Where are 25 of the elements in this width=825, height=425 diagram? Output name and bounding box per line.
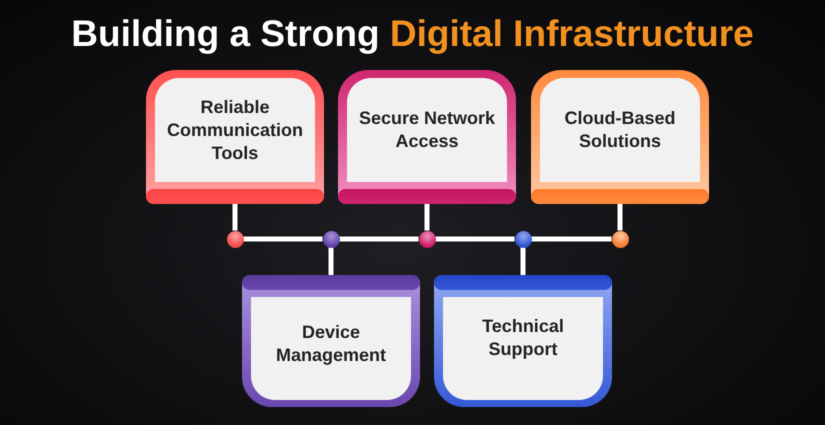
connector-line <box>340 236 418 242</box>
connector-line <box>436 236 514 242</box>
info-card <box>531 70 709 204</box>
info-card <box>434 275 612 407</box>
junction-dot <box>612 230 628 248</box>
junction-dot <box>418 230 436 248</box>
page-title: Building a Strong Digital Infrastructure <box>71 12 754 56</box>
info-card <box>146 70 324 204</box>
junction-dot <box>322 230 340 248</box>
junction-dot <box>226 230 244 248</box>
card-title: Reliable Communication Tools <box>166 96 304 164</box>
connector-line <box>328 248 334 275</box>
info-card <box>242 275 420 407</box>
info-card <box>338 70 516 204</box>
card-title: Technical Support <box>481 314 565 360</box>
card-title: Secure Network Access <box>358 107 496 153</box>
connector-line <box>244 236 322 242</box>
card-title: Device Management <box>274 320 388 366</box>
connector-line <box>520 248 526 275</box>
connector-line <box>232 204 238 230</box>
connector-line <box>532 236 612 242</box>
junction-dot <box>514 230 532 248</box>
connector-line <box>618 204 622 230</box>
connector-line <box>424 204 430 230</box>
card-title: Cloud-Based Solutions <box>563 107 676 153</box>
